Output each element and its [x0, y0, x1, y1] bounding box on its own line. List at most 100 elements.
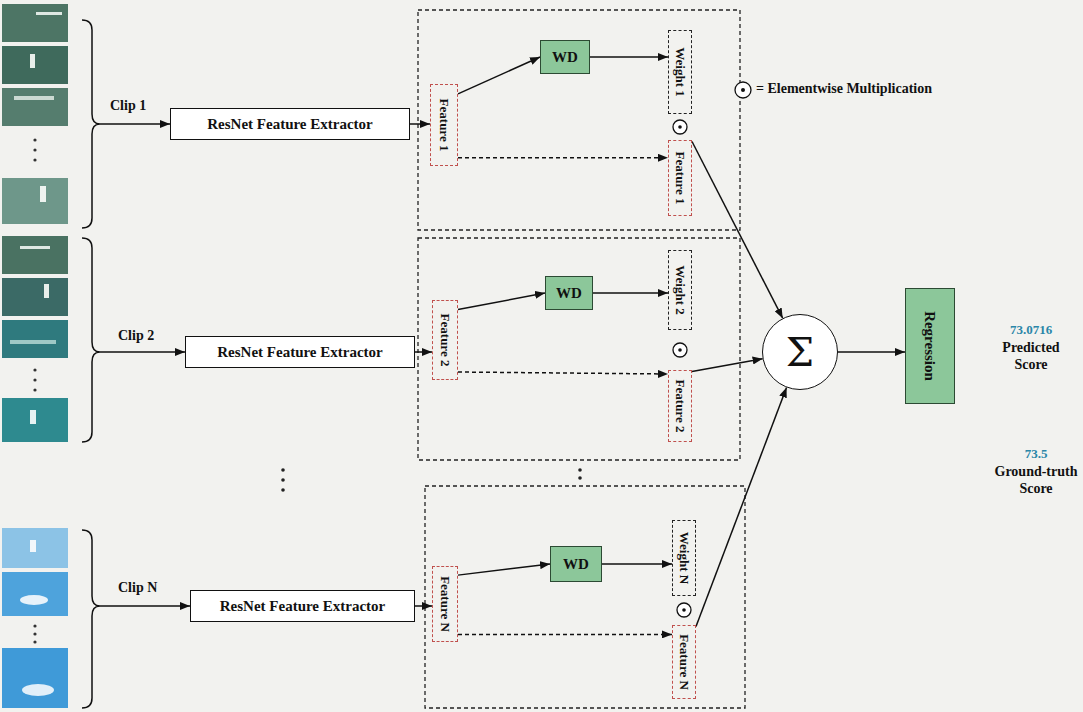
legend-text: = Elementwise Multiplication: [756, 81, 932, 98]
caption-label: Clip 1: [110, 98, 146, 115]
node-text: WD: [552, 49, 578, 66]
frame-detail: [40, 186, 46, 202]
brace: [82, 530, 100, 708]
brace: [82, 238, 100, 442]
ellipsis-dot: [33, 640, 36, 643]
video-frame: [2, 88, 68, 126]
feature-box: Feature N: [432, 566, 458, 642]
feature-box: Feature 1: [668, 140, 692, 216]
caption-label: Clip 2: [118, 328, 154, 345]
node-text: Feature 2: [438, 314, 452, 367]
connector-arrow: [458, 634, 672, 636]
ellipsis-dot: [33, 148, 36, 151]
frame-detail: [22, 684, 54, 696]
ellipsis-dot: [33, 632, 36, 635]
video-frame: [2, 236, 68, 274]
regression-box: Regression: [905, 288, 955, 404]
node-text: Feature N: [677, 634, 691, 690]
frame-detail: [20, 246, 50, 249]
clip-enclosure: [418, 10, 740, 230]
video-frame: [2, 278, 68, 316]
caption-label: Clip N: [118, 580, 157, 597]
video-frame: [2, 320, 68, 358]
extractor-box: ResNet Feature Extractor: [170, 108, 410, 140]
ellipsis-dot: [33, 624, 36, 627]
weight-box: Weight 1: [668, 30, 692, 114]
multiply-symbol: [678, 348, 682, 352]
brace: [82, 20, 100, 228]
frame-detail: [30, 410, 36, 424]
score-value: 73.0716: [985, 322, 1077, 338]
wd-box: WD: [550, 546, 602, 582]
ellipsis-dot: [578, 476, 582, 480]
sum-circle: Σ: [762, 314, 838, 390]
caption-label: Predicted Score: [985, 340, 1077, 374]
clip-enclosure: [425, 486, 745, 708]
video-frame: [2, 4, 68, 42]
video-frame: [2, 528, 68, 568]
connector-arrow: [458, 564, 550, 575]
connector-arrow: [458, 57, 540, 94]
connector-arrow: [692, 142, 783, 319]
node-text: Weight 1: [673, 47, 687, 96]
node-text: Regression: [922, 311, 939, 381]
connector-arrow: [593, 292, 668, 294]
caption-label: Ground-truth Score: [990, 464, 1082, 498]
input-arrow: [100, 123, 170, 125]
frame-detail: [30, 54, 35, 68]
extractor-box: ResNet Feature Extractor: [185, 336, 415, 368]
connector-arrow: [410, 123, 430, 125]
connector-arrow: [602, 563, 672, 565]
node-text: Weight 2: [673, 265, 687, 314]
wd-box: WD: [540, 40, 590, 74]
legend-symbol: [741, 88, 745, 92]
node-text: Feature 1: [437, 99, 451, 152]
video-frame: [2, 648, 68, 708]
wd-box: WD: [545, 276, 593, 310]
feature-box: Feature 1: [430, 84, 458, 166]
node-text: ResNet Feature Extractor: [220, 598, 385, 615]
frame-detail: [10, 340, 56, 344]
multiply-symbol: [673, 343, 687, 357]
frame-detail: [14, 96, 54, 100]
connector-arrow: [415, 351, 432, 353]
node-text: ResNet Feature Extractor: [207, 116, 372, 133]
frame-detail: [20, 595, 48, 605]
ellipsis-dot: [33, 388, 36, 391]
ellipsis-dot: [33, 378, 36, 381]
connector-arrow: [458, 157, 668, 159]
ellipsis-dot: [33, 138, 36, 141]
feature-box: Feature 2: [668, 370, 692, 442]
connector-arrow: [458, 293, 545, 310]
ellipsis-dot: [33, 158, 36, 161]
connector-arrow: [696, 388, 787, 627]
ellipsis-dot: [578, 468, 582, 472]
node-text: Feature 1: [673, 152, 687, 205]
ellipsis-dot: [281, 478, 285, 482]
connector-arrow: [458, 372, 668, 374]
ellipsis-dot: [281, 468, 285, 472]
node-text: Σ: [786, 332, 814, 372]
score-value: 73.5: [990, 446, 1082, 462]
multiply-symbol: [682, 608, 686, 612]
weight-box: Weight 2: [668, 250, 692, 330]
node-text: ResNet Feature Extractor: [217, 344, 382, 361]
legend-symbol: [735, 82, 751, 98]
multiply-symbol: [673, 120, 687, 134]
frame-detail: [30, 540, 36, 552]
extractor-box: ResNet Feature Extractor: [190, 590, 415, 622]
video-frame: [2, 178, 68, 224]
node-text: WD: [563, 556, 589, 573]
feature-box: Feature 2: [432, 300, 458, 380]
connector-arrow: [692, 359, 763, 372]
input-arrow: [100, 605, 190, 607]
weight-box: Weight N: [672, 520, 696, 596]
node-text: WD: [556, 285, 582, 302]
node-text: Weight N: [677, 532, 691, 584]
ellipsis-dot: [33, 368, 36, 371]
ellipsis-dot: [281, 488, 285, 492]
connector-arrow: [415, 605, 432, 607]
video-frame: [2, 398, 68, 442]
input-arrow: [100, 351, 185, 353]
